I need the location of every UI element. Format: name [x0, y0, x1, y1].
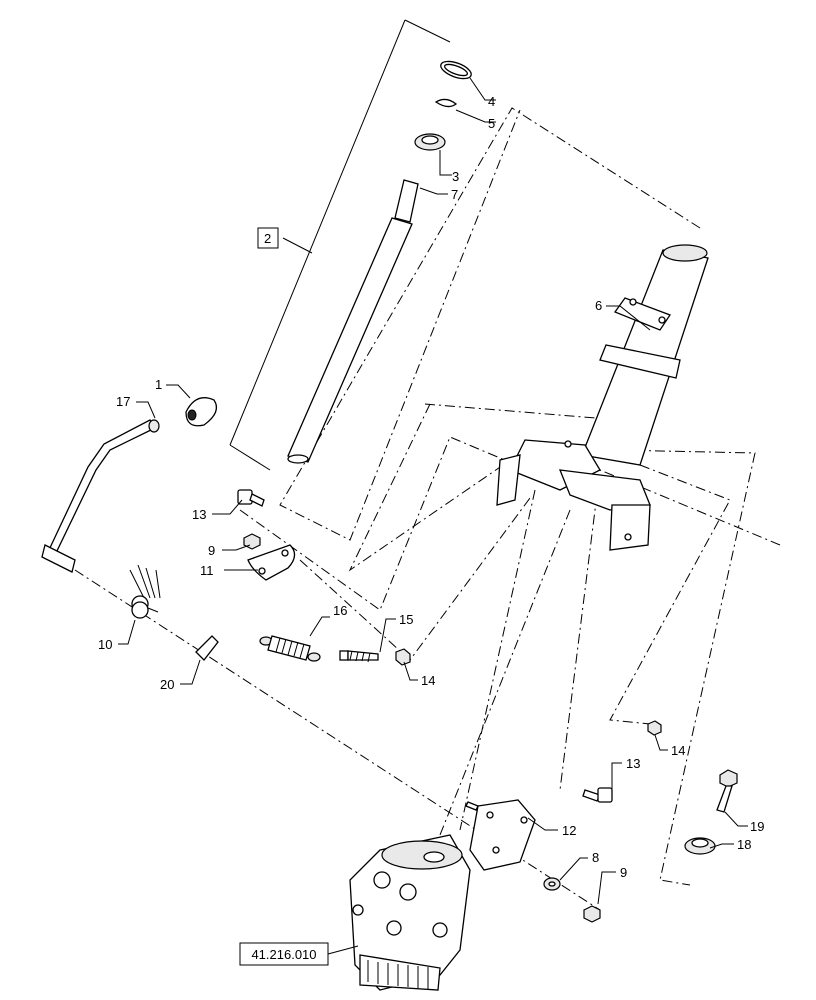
threaded-rod [339, 650, 379, 663]
callout-3: 3 [452, 169, 459, 184]
steering-column [496, 244, 709, 551]
bolt-13b [582, 787, 613, 803]
callout-5: 5 [488, 116, 495, 131]
callout-2-box: 2 [257, 227, 279, 249]
callout-9a: 9 [208, 543, 215, 558]
callout-6: 6 [595, 298, 602, 313]
steering-shaft [287, 179, 419, 464]
callout-8: 8 [592, 850, 599, 865]
washer [543, 877, 561, 891]
callout-10: 10 [98, 637, 112, 652]
callout-20: 20 [160, 677, 174, 692]
steering-unit [349, 834, 471, 991]
nut-14b [647, 720, 662, 736]
callout-12: 12 [562, 823, 576, 838]
lever-knob [185, 397, 218, 427]
callout-14b: 14 [671, 743, 685, 758]
callout-1: 1 [155, 377, 162, 392]
nut-9b [583, 905, 601, 923]
callout-14a: 14 [421, 673, 435, 688]
bolt-13 [237, 489, 265, 507]
callout-19: 19 [750, 819, 764, 834]
tilt-lever [41, 419, 160, 573]
callout-13b: 13 [626, 756, 640, 771]
callout-16: 16 [333, 603, 347, 618]
callout-13a: 13 [192, 507, 206, 522]
reference-label[interactable]: 41.216.010 [251, 947, 316, 962]
callout-18: 18 [737, 837, 751, 852]
callout-2: 2 [264, 231, 271, 246]
snap-ring [440, 60, 472, 80]
callout-9b: 9 [620, 865, 627, 880]
lock-plate [247, 544, 296, 581]
reference-link[interactable]: 41.216.010 [239, 942, 329, 966]
retaining-clip [434, 98, 458, 108]
assembly-lines [74, 107, 781, 911]
bolt-19 [716, 769, 738, 813]
callout-4: 4 [488, 94, 495, 109]
bushing [414, 133, 446, 151]
callout-7: 7 [451, 187, 458, 202]
nut-14 [395, 648, 411, 666]
callout-11: 11 [200, 563, 214, 578]
spring-clip [195, 635, 219, 661]
leader-lines [118, 77, 748, 955]
torsion-spring [129, 564, 161, 619]
assembly-bracket-2 [229, 19, 451, 471]
grommet [684, 837, 716, 855]
callout-17: 17 [116, 394, 130, 409]
mounting-plate [465, 799, 536, 871]
callout-15: 15 [399, 612, 413, 627]
extension-spring [259, 635, 321, 662]
